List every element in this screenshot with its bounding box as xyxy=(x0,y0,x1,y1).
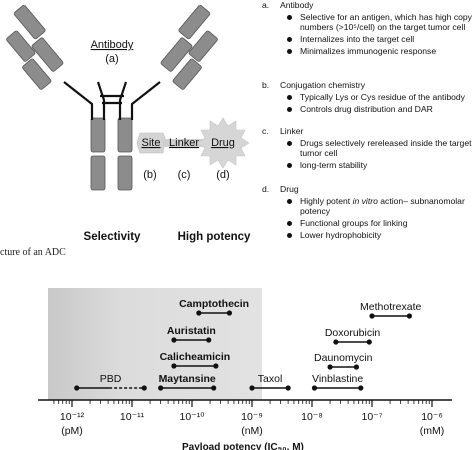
antibody-shape xyxy=(6,4,218,191)
tick-label: 10⁻⁹ xyxy=(241,411,263,423)
range-endpoint-low xyxy=(158,385,164,391)
bullet-list: Drugs selectively rereleased inside the … xyxy=(262,138,474,171)
payload-label: Taxol xyxy=(258,373,283,385)
site-letter: (b) xyxy=(143,169,156,181)
tick-unit-label: (nM) xyxy=(241,425,263,437)
bullet-item: Internalizes into the target cell xyxy=(262,34,474,45)
tick-label: 10⁻⁶ xyxy=(421,411,443,423)
payload-label: Auristatin xyxy=(167,325,216,337)
tick-unit-label: (mM) xyxy=(420,425,445,437)
drug-label: Drug xyxy=(211,137,235,149)
bullet-item: Drugs selectively rereleased inside the … xyxy=(262,138,474,159)
tick-label: 10⁻⁷ xyxy=(361,411,382,423)
adc-structure-diagram: Antibody (a) Site Linker Drug (b) (c) (d… xyxy=(6,4,251,243)
bullet-item: Lower hydrophobicity xyxy=(262,230,474,241)
linker-letter: (c) xyxy=(178,169,191,181)
property-section-antibody: a. Antibody Selective for an antigen, wh… xyxy=(262,0,474,58)
antibody-letter: (a) xyxy=(105,53,118,65)
property-section-conjugation: b. Conjugation chemistry Typically Lys o… xyxy=(262,80,474,116)
range-endpoint-low xyxy=(249,385,255,391)
section-letter: a. xyxy=(262,0,270,10)
site-label: Site xyxy=(142,137,161,149)
payload-label: Daunomycin xyxy=(314,352,373,364)
potency-label: High potency xyxy=(178,231,251,243)
range-endpoint-high xyxy=(285,385,291,391)
chart-plot-area: 10⁻¹² (pM) 10⁻¹¹ 10⁻¹⁰ 10⁻⁹ (nM) 10⁻⁸ 10⁻⁷ 10⁻⁶ (… xyxy=(38,288,452,437)
range-endpoint-high xyxy=(226,310,232,316)
range-endpoint-high xyxy=(213,363,219,369)
range-endpoint-low xyxy=(196,310,202,316)
payload-label: Maytansine xyxy=(159,373,216,385)
hinge-region xyxy=(63,81,161,120)
section-title: Conjugation chemistry xyxy=(280,80,366,90)
section-heading: a. Antibody xyxy=(262,0,474,11)
payload-label: Camptothecin xyxy=(179,298,249,310)
bullet-list: Selective for an antigen, which has high… xyxy=(262,12,474,57)
property-section-linker: c. Linker Drugs selectively rereleased i… xyxy=(262,126,474,172)
section-title: Antibody xyxy=(280,0,314,10)
section-title: Linker xyxy=(280,126,304,136)
section-heading: b. Conjugation chemistry xyxy=(262,80,474,91)
section-letter: d. xyxy=(262,184,270,194)
bullet-list: Typically Lys or Cys residue of the anti… xyxy=(262,92,474,115)
range-endpoint-low xyxy=(74,385,80,391)
section-letter: b. xyxy=(262,80,270,90)
payload-label: PBD xyxy=(100,373,122,385)
range-endpoint-high xyxy=(406,313,412,319)
selectivity-label: Selectivity xyxy=(84,231,141,243)
bullet-item: Minimalizes immunogenic response xyxy=(262,46,474,57)
x-axis-title: Payload potency (IC₅₀, M) xyxy=(182,442,304,450)
drug-letter: (d) xyxy=(216,169,229,181)
range-endpoint-low xyxy=(311,385,318,391)
range-endpoint-high xyxy=(141,385,147,391)
linker-label: Linker xyxy=(169,137,199,149)
range-endpoint-high xyxy=(206,337,212,343)
payload-group xyxy=(136,117,250,169)
section-heading: d. Drug xyxy=(262,184,474,195)
range-endpoint-high xyxy=(353,364,360,370)
high-potency-shaded-region xyxy=(48,288,262,400)
range-endpoint-low xyxy=(327,364,333,370)
x-axis-title-clip: Payload potency (IC₅₀, M) xyxy=(182,442,312,450)
bullet-item: long-term stability xyxy=(262,160,474,171)
range-endpoint-high xyxy=(366,339,372,345)
drug-burst xyxy=(196,117,250,169)
range-endpoint-low xyxy=(171,337,177,343)
section-heading: c. Linker xyxy=(262,126,474,137)
tick-label: 10⁻¹² xyxy=(60,411,85,423)
bullet-item: Functional groups for linking xyxy=(262,218,474,229)
section-letter: c. xyxy=(262,126,269,136)
bullet-item: Highly potent in vitro action– subnanomo… xyxy=(262,196,474,217)
payload-label: Vinblastine xyxy=(312,373,363,385)
figure-caption: cture of an ADC xyxy=(0,247,66,258)
range-endpoint-high xyxy=(211,385,217,391)
bullet-list: Highly potent in vitro action– subnanomo… xyxy=(262,196,474,241)
site-shape xyxy=(136,132,166,154)
payload-label: Calicheamicin xyxy=(160,351,231,363)
range-endpoint-low xyxy=(333,339,339,345)
bullet-item: Selective for an antigen, which has high… xyxy=(262,12,474,33)
antibody-label: Antibody xyxy=(91,39,134,51)
tick-label: 10⁻⁸ xyxy=(301,411,323,423)
payload-label: Methotrexate xyxy=(360,301,421,313)
tick-label: 10⁻¹⁰ xyxy=(180,411,206,423)
bullet-item: Controls drug distribution and DAR xyxy=(262,104,474,115)
range-endpoint-high xyxy=(358,385,364,391)
section-title: Drug xyxy=(280,184,299,194)
payload-label: Doxorubicin xyxy=(325,327,381,339)
bullet-item: Typically Lys or Cys residue of the anti… xyxy=(262,92,474,103)
range-endpoint-low xyxy=(369,313,375,319)
range-endpoint-low xyxy=(171,363,177,369)
tick-unit-label: (pM) xyxy=(61,425,83,437)
property-section-drug: d. Drug Highly potent in vitro action– s… xyxy=(262,184,474,242)
tick-label: 10⁻¹¹ xyxy=(120,411,145,423)
